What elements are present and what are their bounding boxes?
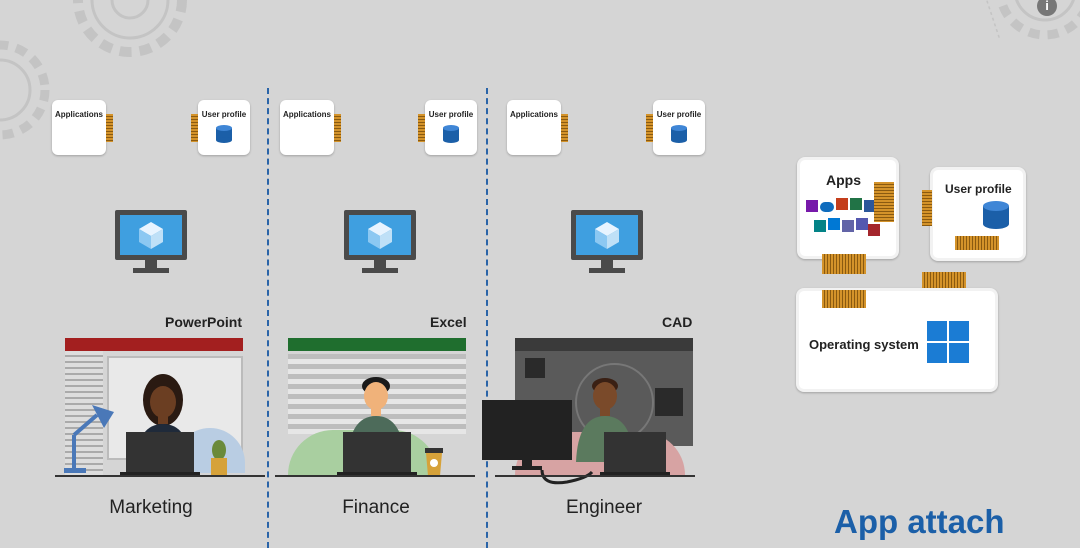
chip-label: User profile: [428, 110, 474, 119]
chip-pins: [922, 272, 966, 288]
desk-line: [495, 475, 695, 477]
database-icon: [671, 125, 687, 143]
chip-pins: [561, 114, 568, 142]
chip-label: User profile: [656, 110, 702, 119]
user-profile-chip: User profile: [425, 100, 477, 155]
info-icon[interactable]: i: [1037, 0, 1057, 16]
diagram-title: App attach: [834, 503, 1005, 540]
gear-icon: [73, 0, 187, 57]
monitor-icon: [115, 210, 187, 273]
laptop-icon: [337, 432, 417, 477]
chip-pins: [822, 254, 866, 274]
monitor-icon: [571, 210, 643, 273]
operating-system-label: Operating system: [809, 337, 919, 352]
desk-line: [275, 475, 475, 477]
database-icon: [216, 125, 232, 143]
laptop-icon: [600, 432, 670, 477]
windows-logo-icon: [927, 321, 969, 363]
cube-icon: [595, 222, 619, 249]
chip-pins: [646, 114, 653, 142]
office-apps-icon: [806, 198, 880, 236]
database-icon: [983, 201, 1009, 229]
plant-icon: [211, 440, 227, 476]
chip-pins: [191, 114, 198, 142]
column-divider: [486, 88, 488, 548]
cube-icon: [368, 222, 392, 249]
chip-label: Applications: [282, 110, 331, 119]
chip-pins: [874, 182, 894, 222]
chip-pins: [106, 114, 113, 142]
user-profile-chip: User profile: [198, 100, 250, 155]
app-name-label: CAD: [662, 314, 693, 330]
applications-chip: Applications: [280, 100, 334, 155]
app-window-titlebar: [515, 338, 693, 351]
chip-label: Applications: [509, 110, 558, 119]
gear-icon: [985, 0, 1080, 41]
department-label: Finance: [342, 497, 410, 518]
applications-chip: Applications: [507, 100, 561, 155]
chip-pins: [334, 114, 341, 142]
gear-icon: [0, 40, 50, 140]
department-label: Engineer: [565, 497, 643, 518]
user-profile-label: User profile: [945, 182, 1012, 196]
laptop-icon: [120, 432, 200, 477]
user-profile-chip: User profile: [653, 100, 705, 155]
app-window-titlebar: [288, 338, 466, 351]
user-profile-chip: User profile: [930, 167, 1026, 261]
database-icon: [443, 125, 459, 143]
chip-pins: [418, 114, 425, 142]
monitor-icon: [344, 210, 416, 273]
desk-lamp-icon: [64, 405, 114, 473]
app-window-titlebar: [65, 338, 243, 351]
column-divider: [267, 88, 269, 548]
app-name-label: Excel: [430, 314, 467, 330]
desk-line: [55, 475, 265, 477]
department-label: Marketing: [109, 497, 193, 518]
chip-pins: [922, 190, 932, 226]
coffee-cup-icon: [425, 448, 443, 476]
chip-pins: [822, 290, 866, 308]
chip-pins: [955, 236, 999, 250]
applications-chip: Applications: [52, 100, 106, 155]
apps-label: Apps: [826, 172, 861, 188]
app-name-label: PowerPoint: [165, 314, 243, 330]
chip-label: User profile: [201, 110, 247, 119]
chip-label: Applications: [54, 110, 103, 119]
cube-icon: [139, 222, 163, 249]
